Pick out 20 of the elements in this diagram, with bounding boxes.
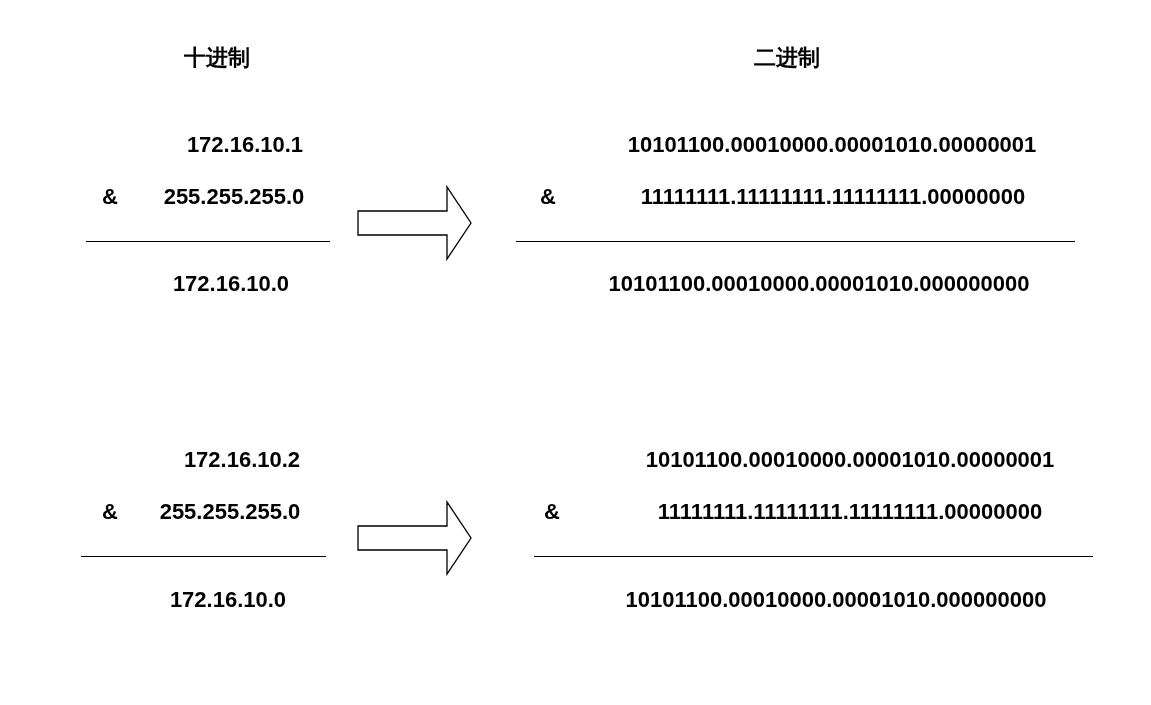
operand-value: 11111111.11111111.11111111.00000000 (657, 499, 1043, 525)
result-value: 172.16.10.0 (169, 587, 287, 613)
operand-value: 172.16.10.1 (186, 132, 304, 158)
operand-value: 255.255.255.0 (163, 184, 305, 210)
column-heading: 二进制 (754, 45, 820, 71)
result-value: 10101100.00010000.00001010.000000000 (608, 271, 1030, 297)
result-value: 172.16.10.0 (172, 271, 290, 297)
operand-value: 10101100.00010000.00001010.00000001 (627, 132, 1037, 158)
operator-symbol: & (544, 499, 560, 525)
result-value: 10101100.00010000.00001010.000000000 (625, 587, 1047, 613)
column-heading: 十进制 (184, 45, 250, 71)
operator-symbol: & (540, 184, 556, 210)
operand-value: 11111111.11111111.11111111.00000000 (640, 184, 1026, 210)
block-arrow (357, 184, 472, 262)
operator-symbol: & (102, 184, 118, 210)
block-arrow (357, 499, 472, 577)
operand-value: 10101100.00010000.00001010.00000001 (645, 447, 1055, 473)
operand-value: 172.16.10.2 (183, 447, 301, 473)
operator-symbol: & (102, 499, 118, 525)
operand-value: 255.255.255.0 (159, 499, 301, 525)
